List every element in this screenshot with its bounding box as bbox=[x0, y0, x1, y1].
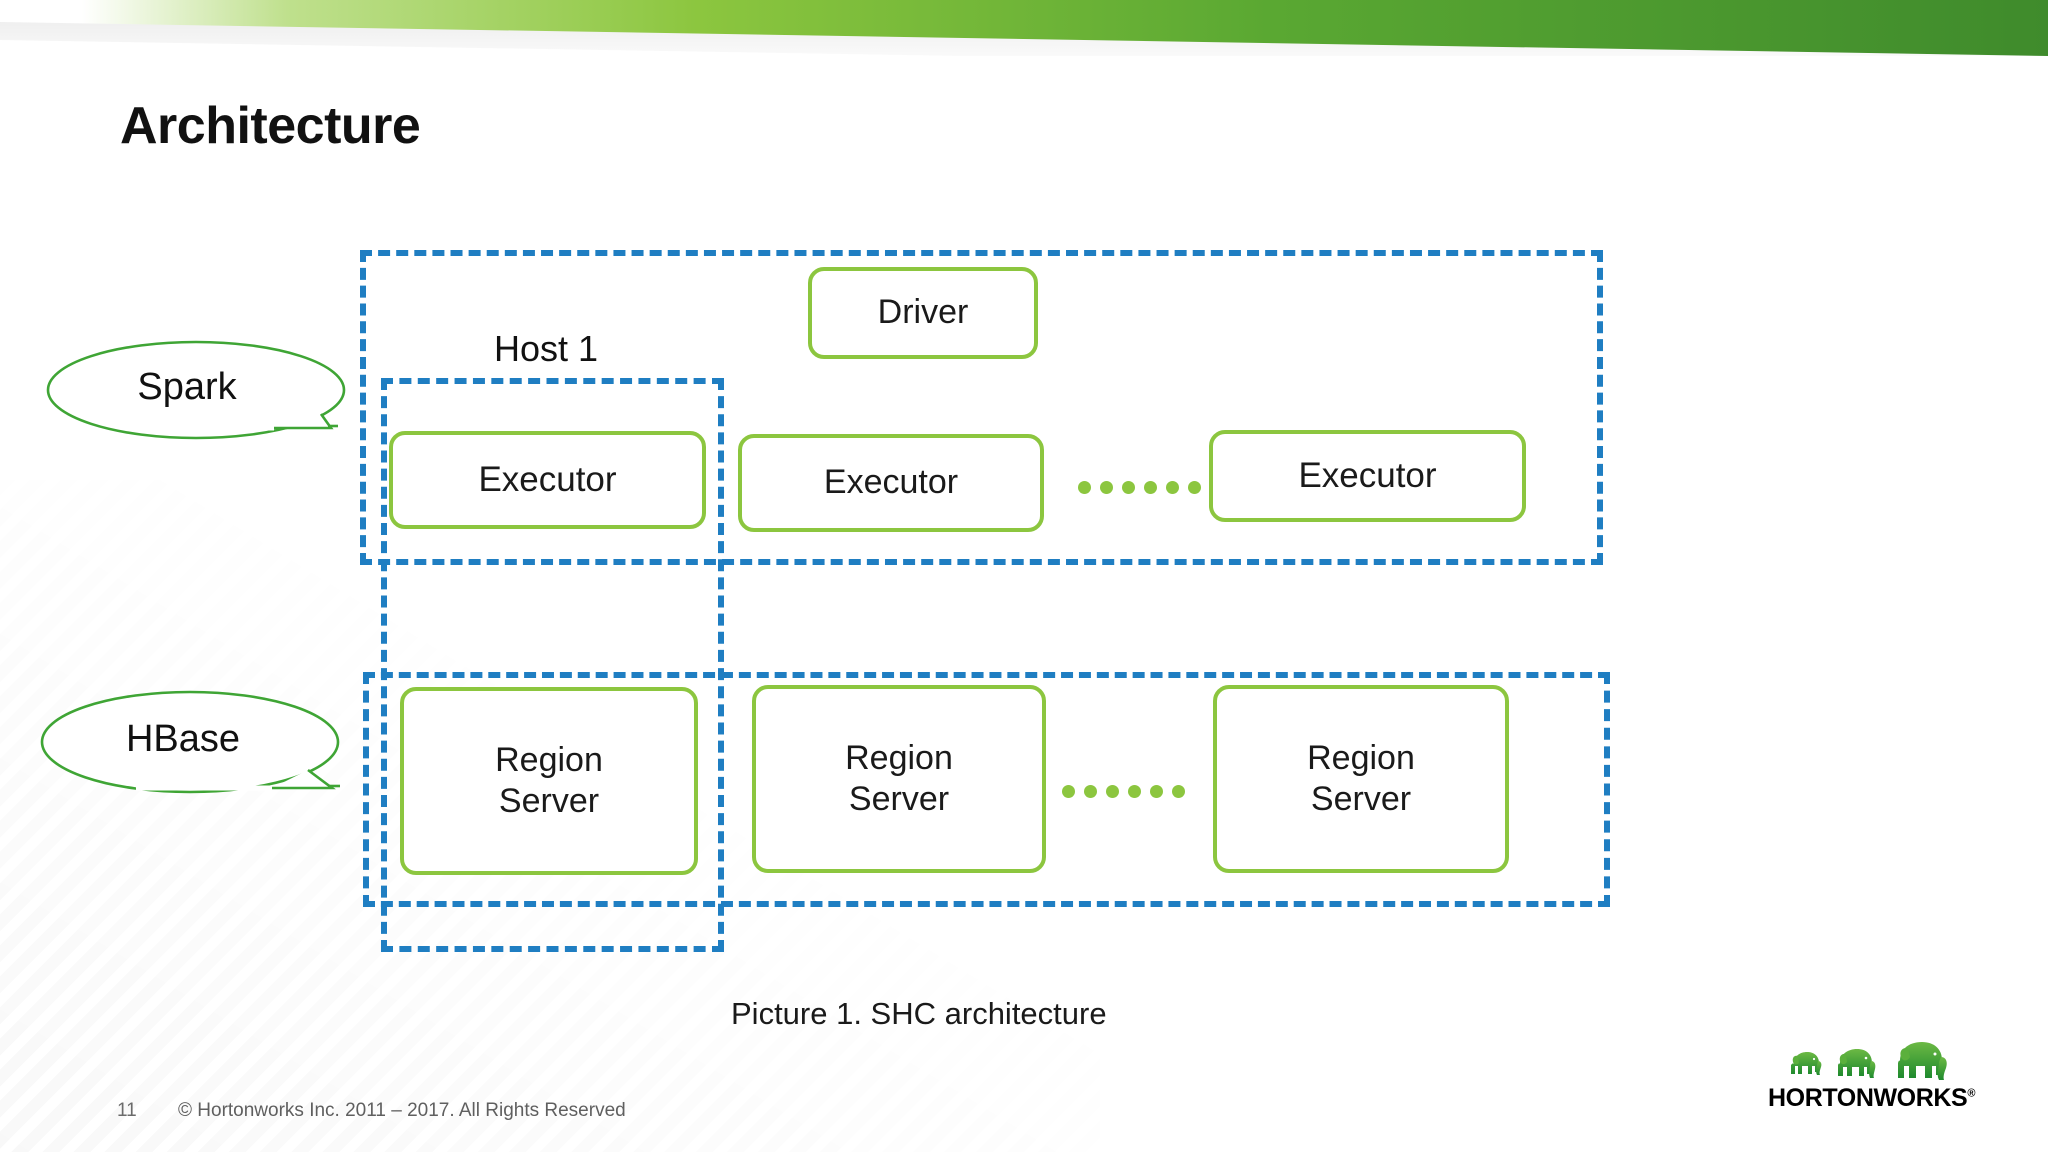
hbase-container bbox=[363, 672, 1610, 907]
callout-hbase-shape bbox=[40, 690, 340, 794]
callout-hbase-label: HBase bbox=[125, 718, 241, 760]
node-executor-2[interactable]: Executor bbox=[738, 434, 1044, 532]
node-region-server-3[interactable]: Region Server bbox=[1213, 685, 1509, 873]
figure-caption: Picture 1. SHC architecture bbox=[731, 996, 1107, 1031]
host1-label: Host 1 bbox=[494, 328, 599, 369]
copyright-notice: © Hortonworks Inc. 2011 – 2017. All Righ… bbox=[178, 1100, 626, 1121]
elephant-small bbox=[1791, 1052, 1822, 1075]
page-number: 11 bbox=[117, 1100, 137, 1121]
elephants-icon bbox=[1791, 1042, 1947, 1080]
logo-wordmark: HORTONWORKS® bbox=[1768, 1084, 1988, 1113]
region-server-ellipsis-dots bbox=[1062, 785, 1185, 798]
callout-spark-shape bbox=[46, 340, 346, 440]
node-executor-1[interactable]: Executor bbox=[389, 431, 706, 529]
elephant-large bbox=[1898, 1042, 1947, 1080]
node-executor-3[interactable]: Executor bbox=[1209, 430, 1526, 522]
logo-trademark: ® bbox=[1967, 1087, 1976, 1100]
host1-container bbox=[381, 378, 724, 952]
page-title: Architecture bbox=[120, 97, 421, 155]
logo-wordmark-text: HORTONWORKS bbox=[1768, 1084, 1968, 1112]
callout-hbase: HBase bbox=[40, 690, 358, 794]
node-region-server-1[interactable]: Region Server bbox=[400, 687, 698, 875]
node-driver[interactable]: Driver bbox=[808, 267, 1038, 359]
executor-ellipsis-dots bbox=[1078, 481, 1201, 494]
top-banner bbox=[0, 0, 2048, 56]
spark-container bbox=[360, 250, 1603, 565]
callout-spark: Spark bbox=[46, 340, 352, 440]
elephant-medium bbox=[1838, 1049, 1876, 1078]
node-region-server-2[interactable]: Region Server bbox=[752, 685, 1046, 873]
callout-spark-label: Spark bbox=[137, 366, 237, 408]
hortonworks-logo: HORTONWORKS® bbox=[1768, 1040, 1988, 1118]
